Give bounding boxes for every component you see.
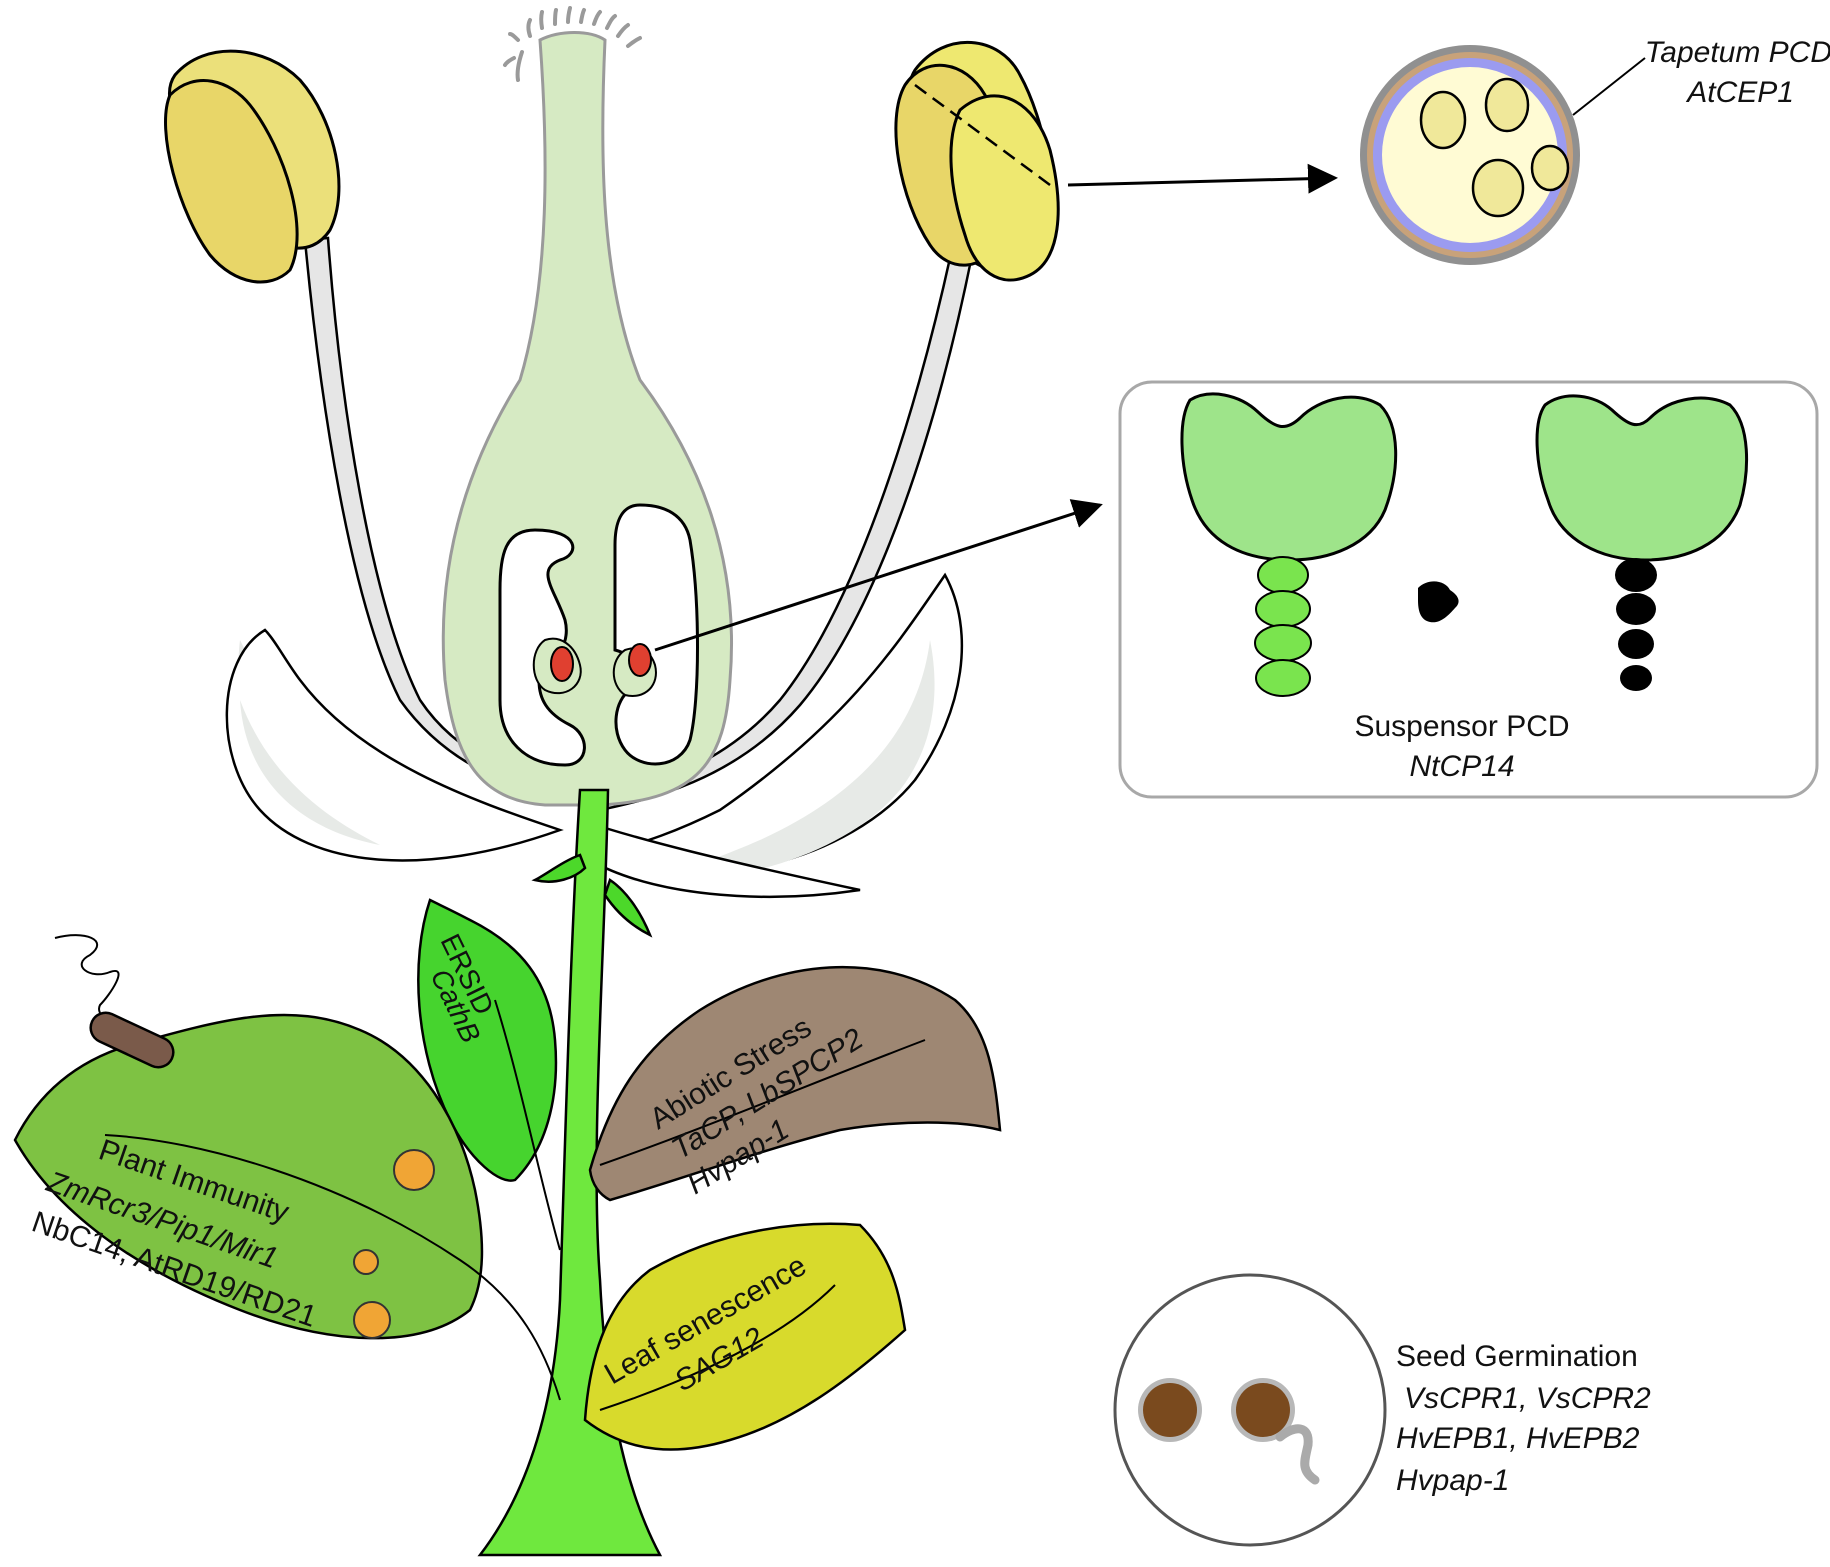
lesion-spot-2 [353,1249,379,1275]
pathogen-squiggle [54,934,120,1036]
leaf-senescence-vein [599,1284,836,1411]
petal-front-right [578,818,861,898]
anther-left-lobe-front [164,79,299,284]
leaf-senescence: Leaf senescence SAG12 [583,1222,907,1451]
anther-section-line [914,83,1051,187]
ovule-left [550,646,574,682]
pollen-grain-3 [1530,144,1570,192]
tapetum-title: Tapetum PCD [1645,36,1830,69]
leaf-senescence-shape [583,1222,907,1451]
sepal-left [531,853,587,883]
seed-dormant [1143,1383,1197,1437]
petal-left-shadow-2 [240,700,380,845]
pollen-grain-1 [1419,90,1467,150]
suspensor-title: Suspensor PCD [1354,710,1569,743]
leaf-ersid: ERSID CathB [417,898,561,1251]
suspensor-gene: NtCP14 [1409,750,1514,783]
pollen-grain-4 [1471,158,1525,218]
arrow-to-suspensor [654,499,1103,652]
pistil [441,6,734,807]
leaf-immunity-vein [104,1134,561,1401]
anther-right [894,40,1060,282]
germination-genes-1: VsCPR1, VsCPR2 [1404,1382,1651,1415]
suspensor-inset: Suspensor PCD NtCP14 [1118,380,1819,799]
petal-right-shadow [625,640,935,882]
suspensor-cell-2-right [1616,593,1656,625]
tapetum-inset: Tapetum PCD AtCEP1 [1360,36,1830,265]
tapetum-leader-line [1572,57,1646,116]
lesion-spot-3 [353,1301,391,1339]
suspensor-cell-3-left [1254,624,1312,662]
suspensor-cell-1-left [1257,556,1309,594]
germination-genes-3: Hvpap-1 [1396,1464,1509,1497]
ovule-right [628,643,652,677]
suspensor-cell-1-right [1615,558,1657,592]
leaf-abiotic-vein [599,1039,926,1166]
anther-left [164,49,341,284]
germination-inset: Seed Germination VsCPR1, VsCPR2 HvEPB1, … [1113,1273,1651,1547]
stem [477,788,663,1557]
embryo-proper-right [1535,394,1748,562]
leaf-ersid-shape [417,898,558,1182]
leaf-ersid-vein [494,999,561,1251]
radicle [1275,1424,1320,1485]
locule-right [613,503,699,766]
suspensor-cell-3-right [1618,629,1654,659]
dying-cell [1418,581,1459,623]
leaf-abiotic-shape [588,965,1002,1202]
locule-interior [1382,67,1558,243]
seed-germinating [1236,1383,1290,1437]
pathogen-hypha [89,1011,175,1069]
sepal-right [603,878,653,938]
suspensor-cell-2-left [1255,590,1311,628]
lesion-spot-1 [393,1149,435,1191]
stigma-papillae [503,6,642,82]
embryo-proper-left [1180,392,1398,562]
tapetum-gene: AtCEP1 [1685,76,1794,109]
anther-right-lobe-mid [949,94,1060,282]
petals [225,572,964,898]
leaf-abiotic: Abiotic Stress TaCP, LbSPCP2 Hvpap-1 [588,965,1002,1202]
germination-title: Seed Germination [1396,1340,1638,1373]
suspensor-cell-4-right [1620,665,1652,691]
pollen-grain-2 [1484,77,1530,133]
arrow-to-tapetum [1067,163,1338,194]
germination-genes-2: HvEPB1, HvEPB2 [1396,1422,1640,1455]
suspensor-cell-4-left [1255,659,1311,697]
